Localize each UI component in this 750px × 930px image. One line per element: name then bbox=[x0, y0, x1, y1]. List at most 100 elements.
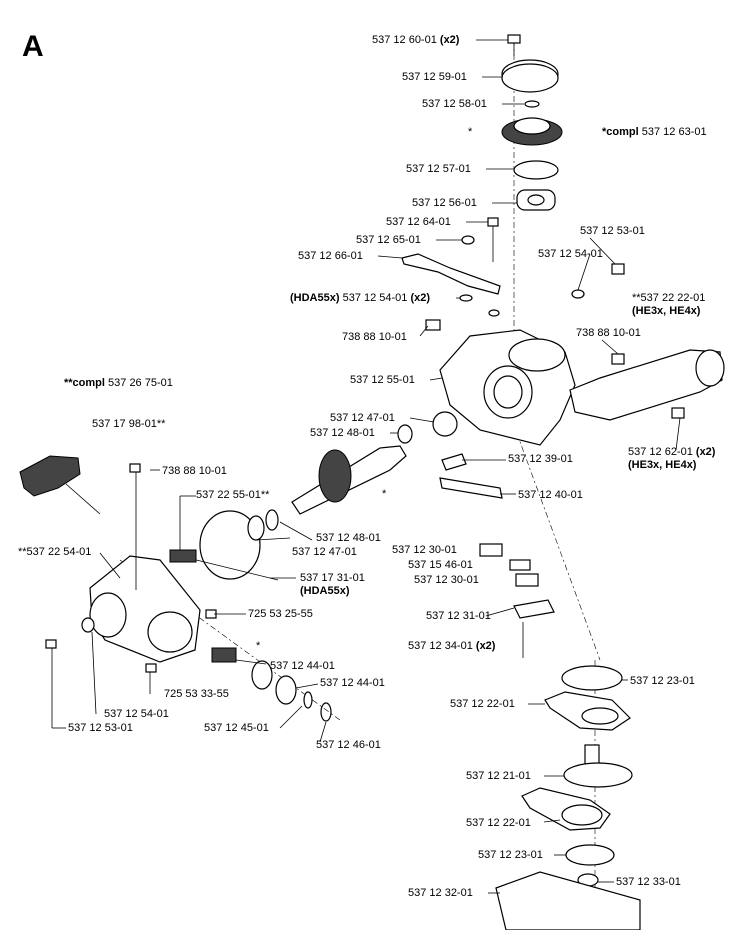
part-label: 537 12 60-01 (x2) bbox=[372, 34, 460, 46]
part-label: 537 12 48-01 bbox=[316, 532, 381, 544]
part-label: 537 12 46-01 bbox=[316, 739, 381, 751]
part-label: 537 12 31-01 bbox=[426, 610, 491, 622]
bearing-537-12-44-01 bbox=[251, 660, 273, 690]
plate-537-12-66-01 bbox=[401, 253, 501, 295]
part-label: 537 12 57-01 bbox=[406, 163, 471, 175]
part-label: 537 12 22-01 bbox=[450, 698, 515, 710]
part-label: 537 12 53-01 bbox=[68, 722, 133, 734]
part-label: 738 88 10-01 bbox=[162, 465, 227, 477]
bearing-537-12-56-01 bbox=[516, 189, 556, 211]
block-537-12-30-01-b bbox=[515, 573, 539, 587]
part-label: 537 17 98-01** bbox=[92, 418, 166, 430]
seal-537-22-55-01 bbox=[169, 549, 197, 563]
screw-725-53-33-55 bbox=[145, 663, 157, 673]
screw-537-12-53-01-left bbox=[45, 639, 57, 649]
cover-537-12-59-01 bbox=[501, 59, 559, 93]
part-label: 537 17 31-01(HDA55x) bbox=[300, 572, 365, 597]
gear-housing-537-12-55-01 bbox=[439, 329, 576, 446]
washer-537-12-54-01 bbox=[571, 289, 585, 299]
washer-537-12-23-01 bbox=[561, 665, 623, 691]
leader-lines bbox=[51, 39, 681, 894]
housing-537-22-54-01 bbox=[89, 555, 201, 663]
part-label: 537 12 66-01 bbox=[298, 250, 363, 262]
part-label: 537 22 55-01** bbox=[196, 489, 270, 501]
part-label: 537 12 30-01 bbox=[392, 544, 457, 556]
part-label: 738 88 10-01 bbox=[342, 331, 407, 343]
part-label: 537 12 45-01 bbox=[204, 722, 269, 734]
part-label: 537 12 64-01 bbox=[386, 216, 451, 228]
screw-537-12-64-01 bbox=[487, 217, 499, 262]
bearing-537-12-47-01 bbox=[432, 411, 458, 437]
part-label: 725 53 33-55 bbox=[164, 688, 229, 700]
part-label: 537 12 47-01 bbox=[292, 546, 357, 558]
part-label: 537 12 23-01 bbox=[630, 675, 695, 687]
compl-note-main: *compl 537 12 63-01 bbox=[602, 126, 707, 138]
part-label: 537 12 55-01 bbox=[350, 374, 415, 386]
shaft-537-12-21-01 bbox=[563, 744, 633, 788]
part-label: 537 12 23-01 bbox=[478, 849, 543, 861]
part-label: 537 12 58-01 bbox=[422, 98, 487, 110]
part-label: 537 12 21-01 bbox=[466, 770, 531, 782]
shaft-with-bevel-gear bbox=[291, 445, 407, 515]
part-label: * bbox=[468, 126, 473, 138]
screw-537-12-62-01 bbox=[671, 407, 685, 419]
circlip-537-12-57-01 bbox=[513, 160, 559, 180]
part-label: 537 12 62-01 (x2)(HE3x, HE4x) bbox=[628, 446, 716, 471]
part-label: * bbox=[382, 488, 387, 500]
part-label: 537 12 54-01 bbox=[538, 248, 603, 260]
part-label: 537 12 44-01 bbox=[320, 677, 385, 689]
part-label: 537 12 40-01 bbox=[518, 489, 583, 501]
circlip-537-12-46-01 bbox=[320, 702, 332, 722]
part-label: 537 12 30-01 bbox=[414, 574, 479, 586]
washer-537-12-45-01 bbox=[303, 691, 313, 709]
plate-537-12-31-01 bbox=[513, 599, 555, 619]
part-label: 725 53 25-55 bbox=[248, 608, 313, 620]
block-537-15-46-01 bbox=[509, 559, 531, 571]
part-label: 537 12 32-01 bbox=[408, 887, 473, 899]
part-label: 537 12 34-01 (x2) bbox=[408, 640, 496, 652]
crank-537-12-22-01 bbox=[544, 691, 631, 731]
base-537-12-32-01 bbox=[495, 871, 641, 930]
part-label: **537 22 54-01 bbox=[18, 546, 92, 558]
part-label: 537 12 65-01 bbox=[356, 234, 421, 246]
part-label: 537 15 46-01 bbox=[408, 559, 473, 571]
screw-537-12-53-01 bbox=[611, 263, 625, 275]
part-label: 537 12 39-01 bbox=[508, 453, 573, 465]
block-537-12-30-01 bbox=[479, 543, 503, 557]
plate-537-12-40-01 bbox=[439, 477, 503, 499]
grease-nipple-738-88-10-01 bbox=[425, 319, 441, 331]
washer-537-12-54-01-left bbox=[81, 617, 95, 633]
circlip-537-12-48-01-left bbox=[265, 509, 279, 531]
washer-537-12-58-01 bbox=[524, 100, 540, 108]
bearing-537-12-44-01-b bbox=[275, 675, 297, 705]
handle-note: **537 22 22-01(HE3x, HE4x) bbox=[632, 292, 706, 317]
part-label: (HDA55x) 537 12 54-01 (x2) bbox=[290, 292, 431, 304]
plate-537-12-39-01 bbox=[441, 453, 467, 471]
bevel-gear bbox=[501, 117, 563, 146]
part-label: 537 12 48-01 bbox=[310, 427, 375, 439]
pinion-gear bbox=[211, 647, 237, 663]
part-label: 537 12 33-01 bbox=[616, 876, 681, 888]
part-label: 537 12 53-01 bbox=[580, 225, 645, 237]
compl-note-left: **compl 537 26 75-01 bbox=[64, 377, 173, 389]
part-label: 537 12 44-01 bbox=[270, 660, 335, 672]
screw-537-12-60-01 bbox=[507, 34, 521, 56]
part-label: 738 88 10-01 bbox=[576, 327, 641, 339]
crank-537-12-22-01-b bbox=[521, 787, 611, 831]
part-label: 537 12 54-01 bbox=[104, 708, 169, 720]
washer-537-12-23-01-b bbox=[565, 844, 615, 866]
washer-hda55x-2 bbox=[488, 309, 500, 317]
screw-738-88-10-01-left bbox=[129, 463, 141, 473]
bearing-537-12-47-01-left bbox=[247, 515, 265, 541]
section-letter: A bbox=[22, 30, 44, 63]
grease-nipple-738-88-10-01-b bbox=[611, 353, 625, 365]
nut-537-12-65-01 bbox=[461, 235, 475, 245]
knob-537-17-98-01 bbox=[19, 455, 101, 515]
part-label: 537 12 59-01 bbox=[402, 71, 467, 83]
circlip-537-12-48-01 bbox=[397, 424, 413, 444]
part-label: 537 12 47-01 bbox=[330, 412, 395, 424]
part-label: 537 12 22-01 bbox=[466, 817, 531, 829]
handle-537-22-22-01 bbox=[569, 349, 725, 421]
part-label: 537 12 56-01 bbox=[412, 197, 477, 209]
